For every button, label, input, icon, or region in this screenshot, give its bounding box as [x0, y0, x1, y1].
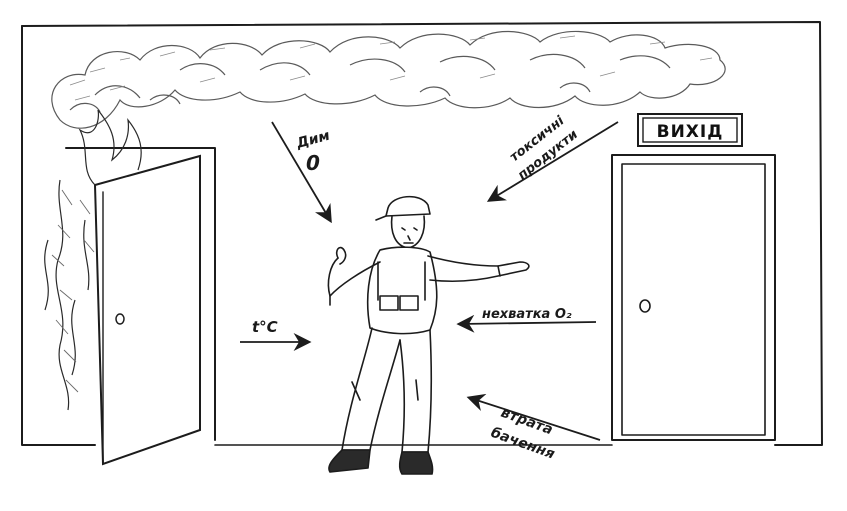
- door-knob: [115, 313, 125, 325]
- temperature-label: t°С: [252, 318, 278, 336]
- hazard-arrows: [240, 121, 619, 441]
- smoke-cloud-icon: [51, 30, 726, 129]
- exit-sign: ВИХІД: [637, 113, 743, 147]
- room-walls: [21, 21, 823, 446]
- toxic-arrow-icon: [486, 121, 619, 202]
- oxygen-shortage-label: нехватка О₂: [482, 307, 572, 322]
- worker-figure-icon: [327, 195, 530, 475]
- visibility-arrow-icon: [466, 393, 601, 441]
- exit-sign-label: ВИХІД: [657, 122, 724, 142]
- smoke-shading: [69, 35, 713, 101]
- oxygen-arrow-icon: [456, 314, 597, 333]
- exit-door-icon: [611, 154, 776, 441]
- smoke-arrow-icon: [271, 121, 332, 224]
- smoke-symbol: 0: [306, 151, 320, 175]
- door-knob: [639, 299, 651, 313]
- burning-door-icon: [44, 109, 216, 466]
- flames: [44, 109, 142, 411]
- smoke-label: Дим: [294, 128, 332, 152]
